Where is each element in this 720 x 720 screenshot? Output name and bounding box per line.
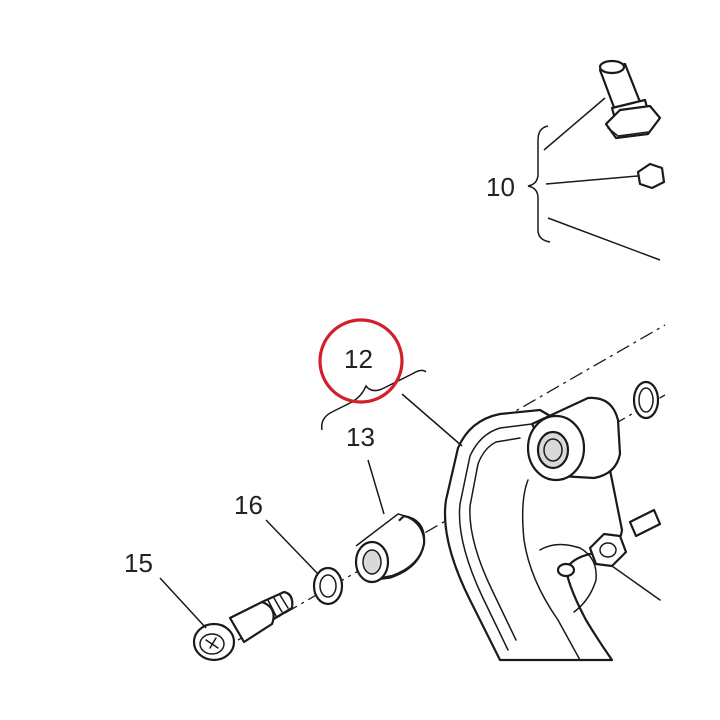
part-16-washer: 16 (234, 490, 344, 606)
washer-right (632, 380, 660, 420)
small-nut (636, 162, 666, 190)
hex-nut-right-hole (599, 542, 617, 558)
bolt-torx-icon (205, 637, 219, 649)
assembly-axis-upper (499, 324, 666, 421)
hex-collar (604, 104, 662, 140)
brace-10 (527, 125, 551, 243)
leader-10-b (545, 175, 639, 185)
callout-13: 13 (346, 422, 375, 452)
spacer-bore (362, 549, 382, 575)
callout-16: 16 (234, 490, 263, 520)
bracket-arm-inner-rim-2 (469, 437, 521, 641)
stud-right (628, 508, 662, 538)
washer-16-inner (319, 574, 337, 598)
washer-16-outer (312, 566, 344, 606)
leader-15 (159, 577, 207, 629)
hex-nut-right (588, 532, 628, 568)
leader-16 (265, 519, 319, 575)
bracket-arm-pocket (539, 543, 597, 613)
bushing-boss-bore-shade (538, 432, 568, 468)
leader-12 (401, 393, 463, 447)
bolt-shank (228, 600, 275, 644)
leader-13 (367, 459, 385, 515)
hex-collar-edge (607, 127, 649, 137)
part-group-10: 10 (486, 59, 666, 261)
bracket-arm (443, 396, 624, 662)
part-group-12: 12 (318, 318, 463, 447)
spacer-bore-shade (363, 550, 381, 574)
brace-12 (320, 369, 427, 431)
bushing-boss-bore-inner (543, 438, 563, 462)
bushing-boss-bore (536, 430, 570, 470)
callout-12: 12 (344, 344, 373, 374)
bracket-hole (556, 562, 576, 578)
bolt-head-recess (199, 633, 225, 655)
part-13-spacer: 13 (346, 422, 426, 584)
sensor-tip (598, 59, 626, 75)
bracket-arm-inner-rim (458, 423, 533, 651)
callout-10: 10 (486, 172, 515, 202)
leader-10-a (543, 97, 606, 151)
leader-10-c (547, 217, 661, 261)
part-15-bolt: 15 (124, 548, 294, 662)
highlight-circle (318, 318, 404, 404)
bracket-arm-web (521, 479, 581, 661)
spacer-outline (355, 513, 425, 581)
leader-nut-right (611, 565, 661, 601)
washer-right-inner (638, 387, 654, 413)
callout-15: 15 (124, 548, 153, 578)
